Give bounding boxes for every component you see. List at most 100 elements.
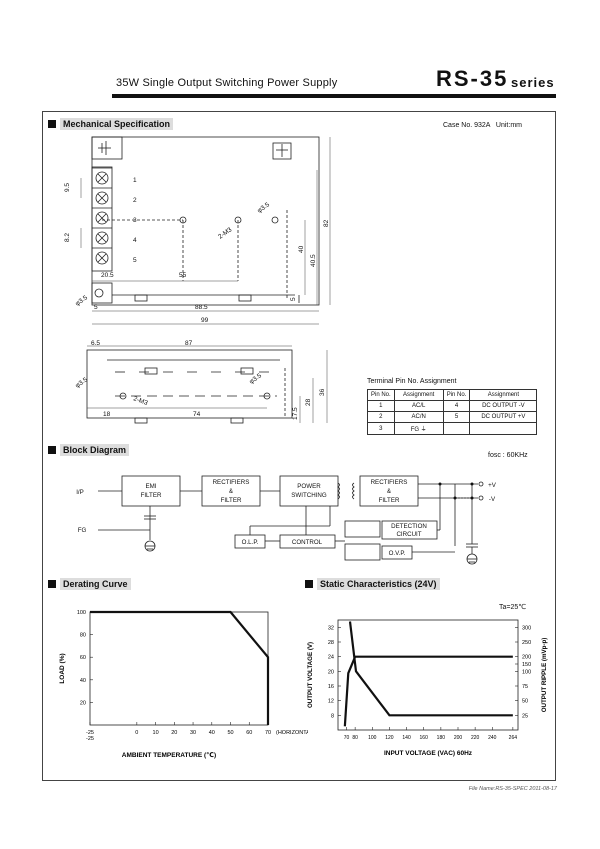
derating-y-axis-label: LOAD (%): [59, 653, 66, 683]
derating-y-tick-label: 80: [80, 633, 86, 639]
derating-y-tick-label: 100: [77, 610, 86, 616]
rect2-label: RECTIFIERS: [371, 479, 408, 486]
olp-label: O.L.P.: [242, 539, 259, 546]
derating-heading-label: Derating Curve: [60, 578, 131, 590]
dim-99: 99: [201, 317, 209, 324]
pin-cell: [469, 422, 538, 435]
dim-5-right: 5: [290, 297, 297, 301]
static-x-tick-label: 200: [454, 735, 463, 741]
pin-table-header: Pin No.: [367, 389, 395, 401]
optocoupler-2: [344, 543, 381, 561]
rect2-amp: &: [387, 488, 392, 495]
derating-x-tick-sub: -25: [86, 736, 94, 742]
ovp-box: [381, 545, 413, 560]
pin-cell: DC OUTPUT -V: [469, 400, 538, 412]
dim-6-5: 6.5: [91, 340, 100, 347]
static-y2-tick-label: 25: [522, 713, 528, 719]
derating-x-tick-label: 50: [227, 730, 233, 736]
pin-table: Pin No. Assignment Pin No. Assignment 1 …: [367, 389, 538, 435]
detection-label: DETECTION: [391, 523, 427, 530]
derating-x-tick-label: 70: [265, 730, 271, 736]
dim-20-5: 20.5: [101, 272, 114, 279]
dim-28: 28: [305, 398, 312, 406]
static-y2-tick-label: 100: [522, 669, 531, 675]
table-row: 1 AC/L 4 DC OUTPUT -V: [367, 400, 538, 412]
derating-x-tick-label: 10: [153, 730, 159, 736]
static-y2-tick-label: 200: [522, 655, 531, 661]
rectifiers-filter-box-2: [359, 475, 419, 507]
block-diagram: I/P FG EMI FILTER RECTIFIERS & FILTER PO…: [76, 475, 497, 565]
side-view-drawing: 6.5 87 φ3.5 φ3.5 2-M3 18 74 17.5 28 36: [74, 340, 328, 424]
derating-y-tick-label: 60: [80, 655, 86, 661]
circuit-label: CIRCUIT: [396, 531, 421, 538]
pin-table-header: Assignment: [393, 389, 444, 401]
terminal-screws: [95, 171, 109, 265]
derating-y-tick-label: 40: [80, 678, 86, 684]
static-x-tick-label: 100: [368, 735, 377, 741]
static-x-tick-label: 140: [402, 735, 411, 741]
power-label: POWER: [297, 483, 321, 490]
ovp-label: O.V.P.: [389, 550, 406, 557]
static-y2-tick-label: 50: [522, 699, 528, 705]
footer-file-name: File Name:RS-35-SPEC 2011-08-17: [468, 786, 557, 792]
terminal-number-1: 1: [133, 177, 137, 184]
voltage-curve-line: [343, 655, 513, 727]
dim-17-5: 17.5: [292, 407, 299, 420]
static-x-tick-label: 180: [437, 735, 446, 741]
hole-phi-3-5-a: φ3.5: [74, 294, 89, 308]
fosc-label: fosc : 60KHz: [488, 452, 528, 459]
terminal-block: [91, 166, 113, 272]
rect1-label: RECTIFIERS: [213, 479, 250, 486]
plus-v-label: +V: [488, 482, 497, 489]
dim-88-5: 88.5: [195, 304, 208, 311]
pin-cell: 4: [442, 400, 471, 412]
static-x-axis-label: INPUT VOLTAGE (VAC) 60Hz: [384, 750, 473, 757]
static-y-tick-label: 24: [328, 655, 334, 661]
static-y2-tick-label: 250: [522, 640, 531, 646]
rect1-amp: &: [229, 488, 234, 495]
pin-cell: FG ⏚: [393, 422, 444, 435]
static-x-tick-label: 80: [352, 735, 358, 741]
static-y2-tick-label: 150: [522, 662, 531, 668]
terminal-number-2: 2: [133, 197, 137, 204]
static-x-tick-label: 220: [471, 735, 480, 741]
static-y-tick-label: 16: [328, 684, 334, 690]
static-y2-tick-label: 75: [522, 684, 528, 690]
dim-74: 74: [193, 411, 201, 418]
terminal-number-3: 3: [133, 217, 137, 224]
emi-filter-box: [121, 475, 181, 507]
pin-cell: AC/L: [393, 400, 444, 412]
hole-phi-3-5-b: φ3.5: [256, 201, 271, 215]
static-y-tick-label: 28: [328, 640, 334, 646]
switching-label: SWITCHING: [291, 492, 327, 499]
emi-label: EMI: [145, 483, 156, 490]
static-x-tick-label: 240: [488, 735, 497, 741]
static-y-tick-label: 12: [328, 699, 334, 705]
table-row: 3 FG ⏚: [367, 422, 538, 435]
static-x-tick-label: 264: [509, 735, 518, 741]
power-switching-box: [279, 475, 339, 507]
ip-label: I/P: [76, 489, 84, 496]
ta-label: Ta=25℃: [499, 604, 527, 611]
case-info: Case No. 932A Unit:mm: [443, 122, 522, 129]
static-heading: Static Characteristics (24V): [305, 578, 440, 590]
derating-x-tick-label: 40: [209, 730, 215, 736]
top-view-cover-icon-box: [91, 136, 123, 160]
static-y-tick-label: 8: [331, 713, 334, 719]
dim-82: 82: [323, 219, 330, 227]
pin-cell: 3: [367, 422, 395, 435]
derating-y-tick-label: 20: [80, 700, 86, 706]
document-title: 35W Single Output Switching Power Supply: [116, 77, 338, 89]
top-view-outline: [91, 136, 320, 306]
header-rule: [112, 94, 556, 98]
static-y2-tick-label: 300: [522, 625, 531, 631]
model-series: series: [511, 75, 555, 90]
derating-x-axis-label: AMBIENT TEMPERATURE (℃): [122, 751, 216, 759]
pin-cell: [442, 422, 471, 435]
ground-icon-2: [466, 553, 478, 565]
dim-8-2: 8.2: [64, 233, 71, 242]
dim-9-5: 9.5: [64, 183, 71, 192]
derating-curve-line: [90, 610, 270, 725]
